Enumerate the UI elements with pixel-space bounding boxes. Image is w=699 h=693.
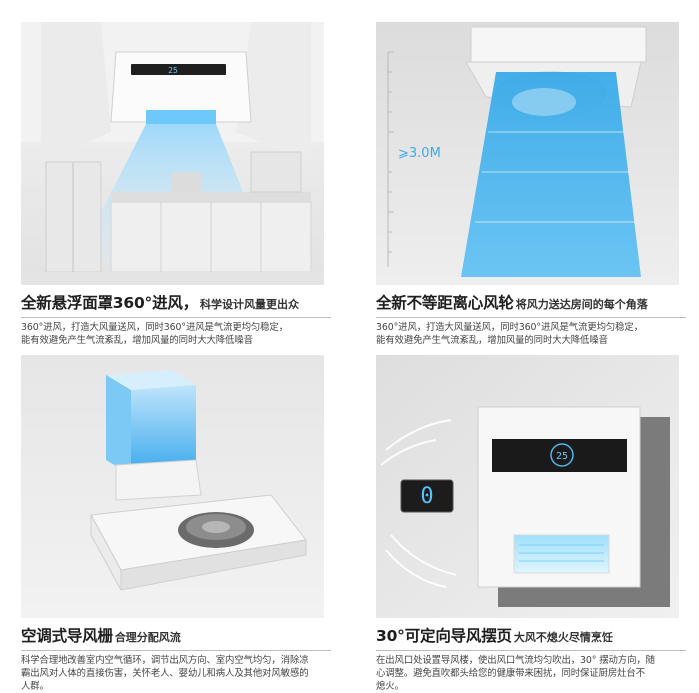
panel-2-description: 360°进风，打造大风量送风，同时360°进风是气流更均匀稳定， 能有效避免产生… [376,322,643,346]
panel-4-description: 在出风口处设置导风楼，使出风口气流均匀吹出，30° 摆动方向，随 心调整。避免直… [376,655,655,692]
fan-base-tray [90,459,307,591]
divider [376,650,686,651]
device-display: 25 [168,66,178,75]
swing-arc-decoration [380,419,457,588]
panel-3-description: 科学合理地改善室内空气循环，调节出风方向、室内空气均匀，消除凉 霸出风对人体的直… [21,655,309,692]
distance-label: ⩾3.0M [398,146,441,161]
panel-1-subtitle: 科学设计风量更出众 [200,298,300,311]
panel-3-subtitle: 合理分配风流 [114,631,181,644]
air-louver [513,534,610,574]
remote-display-value: 0 [420,484,433,509]
air-duct-box [106,370,196,475]
panel-4-subtitle: 大风不熄火尽情烹饪 [513,631,613,644]
panel-3-title: 空调式导风栅合理分配风流 [21,627,181,645]
panel-2-subtitle: 将风力送达房间的每个角落 [515,298,648,311]
device-front-panel: 25 [477,406,670,607]
airflow-beam [461,72,641,277]
remote-display: 0 [400,479,454,513]
panel-1-title: 全新悬浮面罩360°进风，科学设计风量更出众 [21,294,300,312]
panel-3-image [21,355,324,618]
divider [21,317,331,318]
device-display: 25 [556,451,568,462]
panel-1-image: 25 [21,22,324,285]
panel-4-image: 0 25 [376,355,679,618]
panel-4-title: 30°可定向导风摆页大风不熄火尽情烹饪 [376,627,613,645]
ceiling-fan-unit: 25 [110,51,252,124]
distance-ruler [387,51,394,267]
panel-2-image: ⩾3.0M [376,22,679,285]
panel-1-description: 360°进风，打造大风量送风，同时360°进风是气流更均匀稳定， 能有效避免产生… [21,322,288,346]
divider [376,317,686,318]
divider [21,650,331,651]
panel-2-title: 全新不等距离心风轮将风力送达房间的每个角落 [376,294,648,312]
